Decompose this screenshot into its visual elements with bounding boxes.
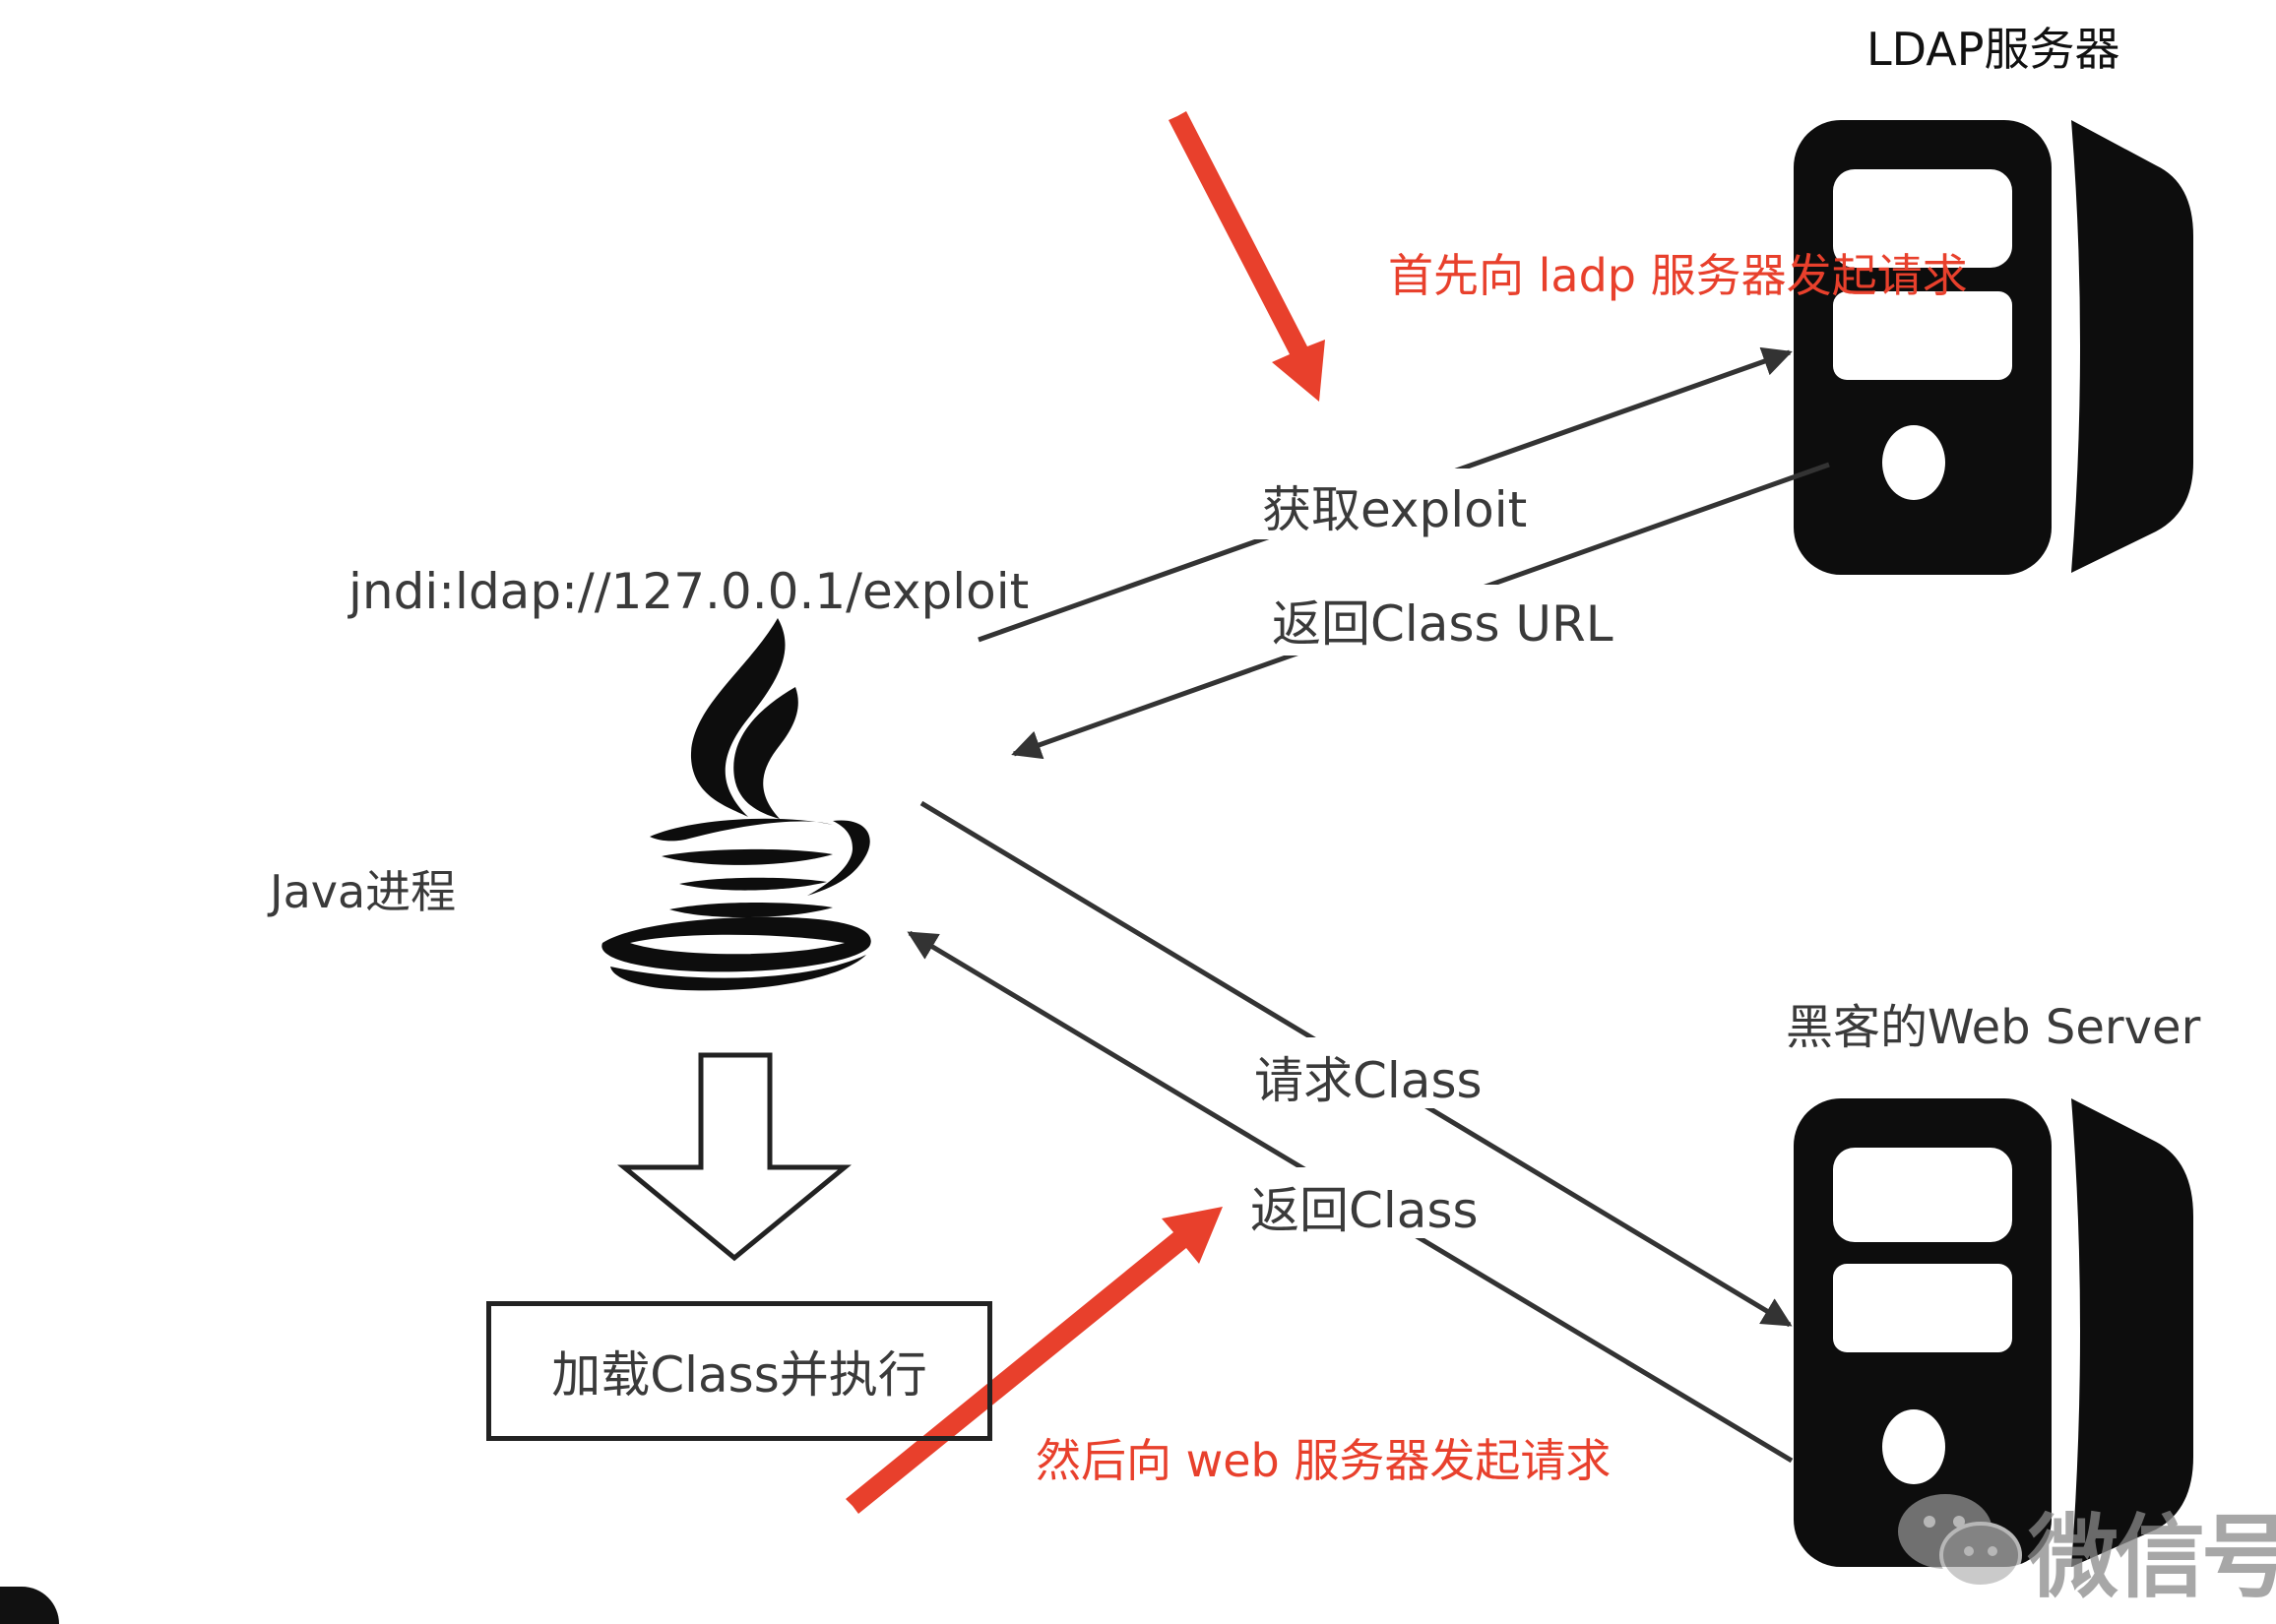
label-get-exploit: 获取exploit bbox=[1262, 481, 1528, 538]
red-arrow-ldap bbox=[1169, 111, 1325, 402]
note-ldap-request: 首先向 ladp 服务器发起请求 bbox=[1388, 249, 1968, 302]
label-java-process: Java进程 bbox=[270, 865, 457, 918]
label-request-class: 请求Class bbox=[1254, 1052, 1483, 1109]
watermark: 微信号@ bbox=[1890, 1465, 2276, 1602]
label-hacker-web-server: 黑客的Web Server bbox=[1786, 1000, 2201, 1055]
down-arrow-icon bbox=[617, 1052, 852, 1262]
ldap-server-icon bbox=[1794, 120, 2193, 575]
wechat-icon bbox=[1898, 1494, 2022, 1589]
label-return-class-url: 返回Class URL bbox=[1272, 595, 1613, 653]
load-execute-box: 加载Class并执行 bbox=[486, 1301, 992, 1441]
load-execute-label: 加载Class并执行 bbox=[551, 1346, 927, 1404]
label-return-class: 返回Class bbox=[1250, 1182, 1479, 1239]
web-server-icon bbox=[1794, 1098, 2193, 1567]
note-web-request: 然后向 web 服务器发起请求 bbox=[1036, 1434, 1612, 1487]
ldap-server-label: LDAP服务器 bbox=[1866, 23, 2120, 76]
label-jndi-url: jndi:ldap://127.0.0.1/exploit bbox=[348, 563, 1030, 620]
watermark-text: 微信号@ bbox=[2028, 1505, 2276, 1602]
java-logo-icon bbox=[601, 618, 871, 991]
